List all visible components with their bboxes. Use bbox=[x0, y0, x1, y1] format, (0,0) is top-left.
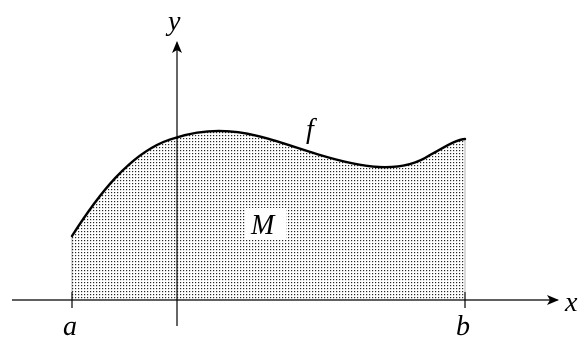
label-m: M bbox=[250, 210, 276, 241]
label-f: f bbox=[306, 114, 317, 145]
x-axis-label: x bbox=[564, 287, 578, 318]
label-a: a bbox=[63, 311, 77, 338]
y-axis-label: y bbox=[165, 6, 181, 37]
label-b: b bbox=[456, 311, 470, 338]
curve-f bbox=[70, 129, 467, 238]
label-m-background bbox=[246, 208, 286, 240]
